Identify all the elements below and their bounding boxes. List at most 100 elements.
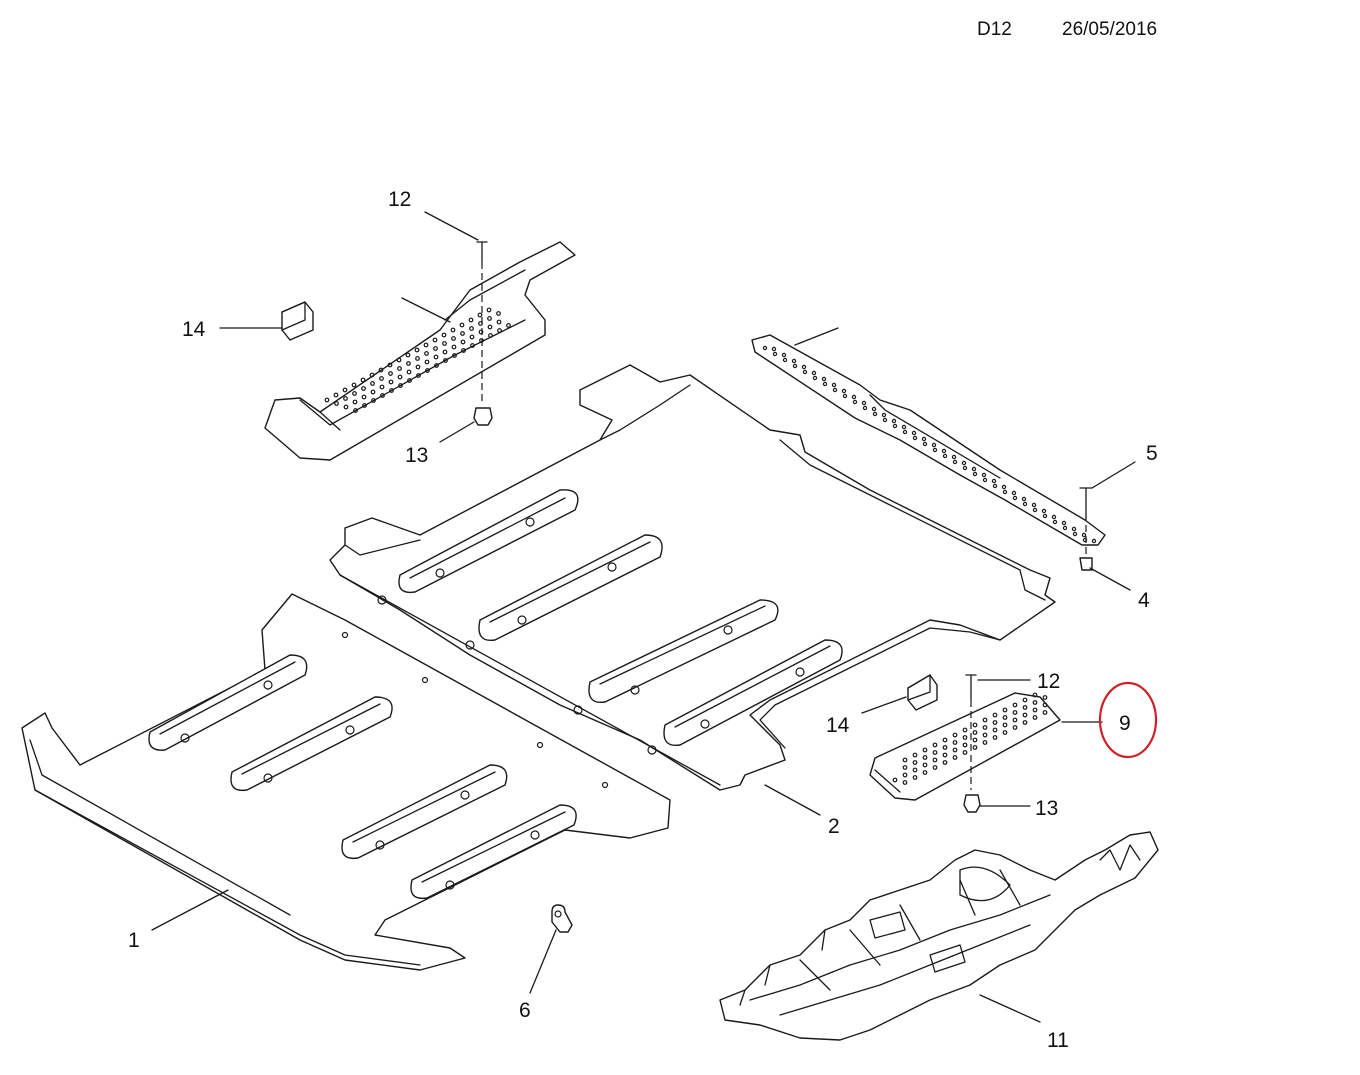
perforation-dot [861, 400, 867, 406]
perforation-dot [1071, 526, 1077, 532]
perforation-dot [1001, 484, 1007, 490]
perforation-dot [991, 478, 997, 484]
perforation-dot [801, 364, 807, 370]
perforation-dot [1032, 507, 1038, 513]
perforation-dot [892, 777, 898, 783]
step-mat-left [264, 241, 576, 461]
perforation-dot [821, 376, 827, 382]
perforation-dot [781, 352, 787, 358]
perforation-dot [1032, 707, 1038, 713]
step-mat-left-dots [324, 307, 511, 413]
callout-13-right: 13 [1035, 797, 1058, 820]
perforation-dot [459, 322, 465, 328]
perforation-dot [841, 388, 847, 394]
perforation-dot [469, 326, 474, 331]
perforation-dot [782, 357, 788, 363]
perforation-dot [831, 382, 837, 388]
perforation-dot [387, 362, 393, 368]
perforation-dot [972, 730, 978, 735]
perforation-dot [962, 735, 968, 740]
perforation-dot [852, 399, 858, 405]
perforation-dot [468, 317, 474, 323]
callout-1: 1 [128, 929, 140, 952]
perforation-dot [1062, 525, 1068, 531]
clip-4 [1079, 557, 1093, 571]
perforation-dot [1042, 702, 1048, 708]
perforation-dot [922, 441, 928, 447]
perforation-dot [932, 447, 938, 453]
perforation-dot [487, 316, 492, 321]
perforation-dot [497, 328, 502, 333]
perforation-dot [952, 747, 958, 753]
perforation-dot [352, 399, 358, 405]
perforation-dot [901, 424, 907, 430]
perforation-dot [942, 453, 948, 459]
perforation-dot [982, 740, 988, 745]
perforation-dot [822, 381, 828, 387]
perforation-dot [477, 312, 483, 318]
perforation-dot [398, 383, 403, 388]
perforation-dot [932, 742, 938, 748]
perforation-dot [811, 370, 817, 376]
perforation-dot [772, 351, 778, 357]
perforation-dot [351, 382, 357, 388]
perforation-dot [1022, 720, 1028, 725]
perforation-dot [931, 442, 937, 448]
perforation-dot [932, 750, 938, 755]
perforation-dot [496, 319, 502, 325]
perforation-dot [424, 359, 430, 365]
perforation-dot [1012, 725, 1018, 730]
callout-9: 9 [1119, 712, 1131, 735]
perforation-dot [851, 394, 857, 400]
perforation-dot [1091, 538, 1097, 544]
perforation-dot [506, 323, 511, 328]
perforation-dot [1031, 502, 1037, 508]
perforation-dot [388, 371, 393, 376]
perforation-dot [1012, 710, 1018, 715]
perforation-dot [982, 477, 988, 483]
perforation-dot [921, 436, 927, 442]
perforation-dot [992, 735, 998, 740]
perforation-dot [451, 336, 456, 341]
perforation-dot [982, 717, 988, 723]
callout-12-right: 12 [1037, 670, 1060, 693]
perforation-dot [981, 472, 987, 478]
perforation-dot [441, 332, 447, 338]
perforation-dot [891, 418, 897, 424]
perforation-dot [912, 767, 918, 773]
perforation-dot [378, 367, 384, 373]
perforation-dot [922, 770, 928, 775]
perforation-dot [1032, 700, 1038, 705]
perforation-dot [932, 765, 938, 770]
perforation-dot [343, 404, 349, 410]
perforation-dot [460, 331, 465, 336]
perforation-dot [1022, 501, 1028, 507]
perforation-dot [379, 384, 385, 390]
perforation-dot [397, 366, 402, 371]
perforation-dot [952, 755, 958, 760]
perforation-dot [992, 720, 998, 725]
clip-13-right [963, 794, 981, 813]
perforation-dot [361, 394, 367, 400]
callout-14-right: 14 [826, 714, 850, 737]
perforation-dot [942, 752, 948, 758]
screw-12-right [965, 674, 977, 790]
perforation-dot [872, 411, 878, 417]
perforation-dot [771, 346, 777, 352]
perforation-dot [433, 346, 438, 351]
perforation-dot [942, 737, 948, 743]
part-9-mat-dots [892, 692, 1048, 785]
perforation-dot [487, 324, 493, 330]
perforation-dot [922, 747, 928, 753]
perforation-dot [902, 772, 908, 778]
perforation-dot [370, 381, 375, 386]
perforation-dot [952, 732, 958, 738]
perforation-dot [342, 387, 348, 393]
perforation-dot [1011, 490, 1017, 496]
perforation-dot [812, 375, 818, 381]
perforation-dot [992, 712, 998, 718]
perforation-dot [389, 388, 394, 393]
perforation-dot [452, 353, 457, 358]
diagram-code: D12 [977, 19, 1012, 40]
